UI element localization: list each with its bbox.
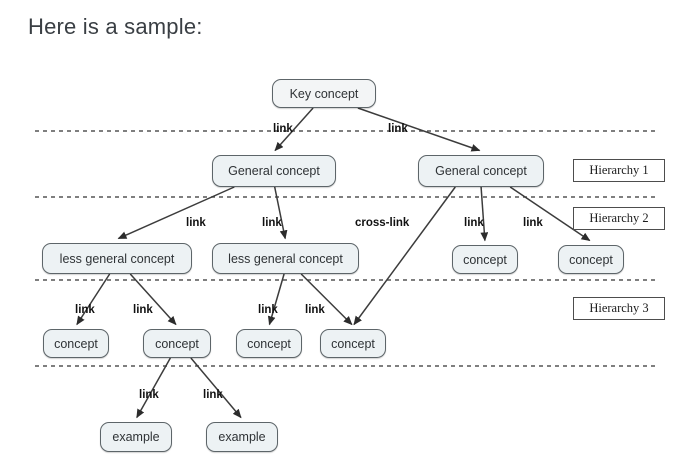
node-label: concept (247, 336, 291, 351)
node-lg1: less general concept (42, 243, 192, 274)
edge-label-g2-to-c5: link (464, 217, 484, 229)
edge-key-to-g2 (357, 107, 481, 152)
edge-label-lg2-to-c3: link (258, 304, 278, 316)
node-label: less general concept (228, 251, 343, 266)
edge-label-lg1-to-c1: link (75, 304, 95, 316)
edge-label-key-to-g1: link (273, 123, 293, 135)
node-c1: concept (43, 329, 109, 358)
node-label: less general concept (59, 251, 175, 266)
edge-g1-to-lg1 (117, 186, 235, 240)
node-c4: concept (320, 329, 386, 358)
node-label: General concept (435, 164, 527, 178)
edge-g2-to-c6 (509, 186, 591, 242)
hierarchy-label-2: Hierarchy 2 (573, 207, 665, 230)
edge-lg1-to-c1 (76, 273, 111, 326)
node-lg2: less general concept (212, 243, 359, 274)
page-title: Here is a sample: (28, 14, 203, 39)
edge-g2-to-c5 (480, 186, 489, 242)
node-label: concept (331, 336, 375, 351)
node-label: concept (463, 252, 507, 267)
node-c3: concept (236, 329, 302, 358)
node-label: General concept (228, 164, 320, 178)
edge-key-to-g1 (274, 107, 314, 152)
edge-label-lg1-to-c2: link (133, 304, 153, 316)
node-e2: example (206, 422, 278, 452)
node-g1: General concept (212, 155, 336, 187)
edge-label-c2-to-e1: link (139, 389, 159, 401)
edge-lg2-to-c3 (267, 273, 285, 326)
edge-label-g1-to-lg1: link (186, 217, 206, 229)
edge-label-g2-to-c4: cross-link (355, 217, 410, 229)
node-label: concept (54, 336, 98, 351)
hierarchy-label-3: Hierarchy 3 (573, 297, 665, 320)
edge-label-lg2-to-c4: link (305, 304, 325, 316)
node-e1: example (100, 422, 172, 452)
node-label: example (112, 430, 160, 444)
edge-line-group (76, 107, 591, 419)
edge-label-g1-to-lg2: link (262, 217, 282, 229)
edge-g1-to-lg2 (273, 186, 288, 240)
node-label: example (218, 430, 266, 444)
edge-c2-to-e2 (190, 357, 242, 419)
node-c2: concept (143, 329, 211, 358)
edge-g2-to-c4 (353, 186, 456, 326)
edge-c2-to-e1 (136, 357, 172, 419)
node-label: concept (569, 252, 613, 267)
node-label: Key concept (289, 86, 359, 101)
edge-lg1-to-c2 (129, 273, 177, 326)
node-g2: General concept (418, 155, 544, 187)
edge-lg2-to-c4 (300, 273, 353, 326)
node-c6: concept (558, 245, 624, 274)
edge-label-c2-to-e2: link (203, 389, 223, 401)
edge-label-key-to-g2: link (388, 123, 408, 135)
node-key: Key concept (272, 79, 376, 108)
node-label: concept (155, 336, 199, 351)
node-c5: concept (452, 245, 518, 274)
edge-label-g2-to-c6: link (523, 217, 543, 229)
hierarchy-label-1: Hierarchy 1 (573, 159, 665, 182)
